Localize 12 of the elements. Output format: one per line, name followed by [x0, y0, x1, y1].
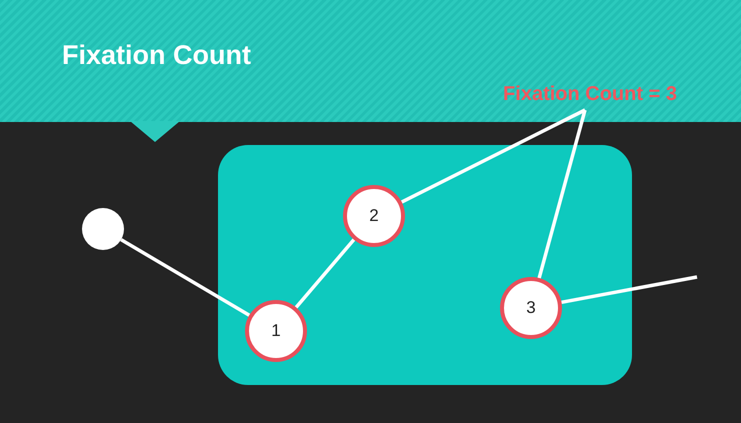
scanpath-line [561, 275, 698, 304]
count-label: Fixation Count = 3 [490, 78, 690, 110]
fixation-circle: 2 [343, 185, 405, 247]
leader-line [400, 108, 586, 204]
scanpath-line [120, 238, 250, 317]
slide-title: Fixation Count [62, 40, 251, 71]
scanpath-line [294, 238, 356, 309]
leader-line [537, 110, 587, 279]
fixation-circle: 1 [245, 300, 307, 362]
start-point-circle [82, 208, 124, 250]
fixation-circle: 3 [500, 277, 562, 339]
area-of-interest-box [218, 145, 632, 385]
